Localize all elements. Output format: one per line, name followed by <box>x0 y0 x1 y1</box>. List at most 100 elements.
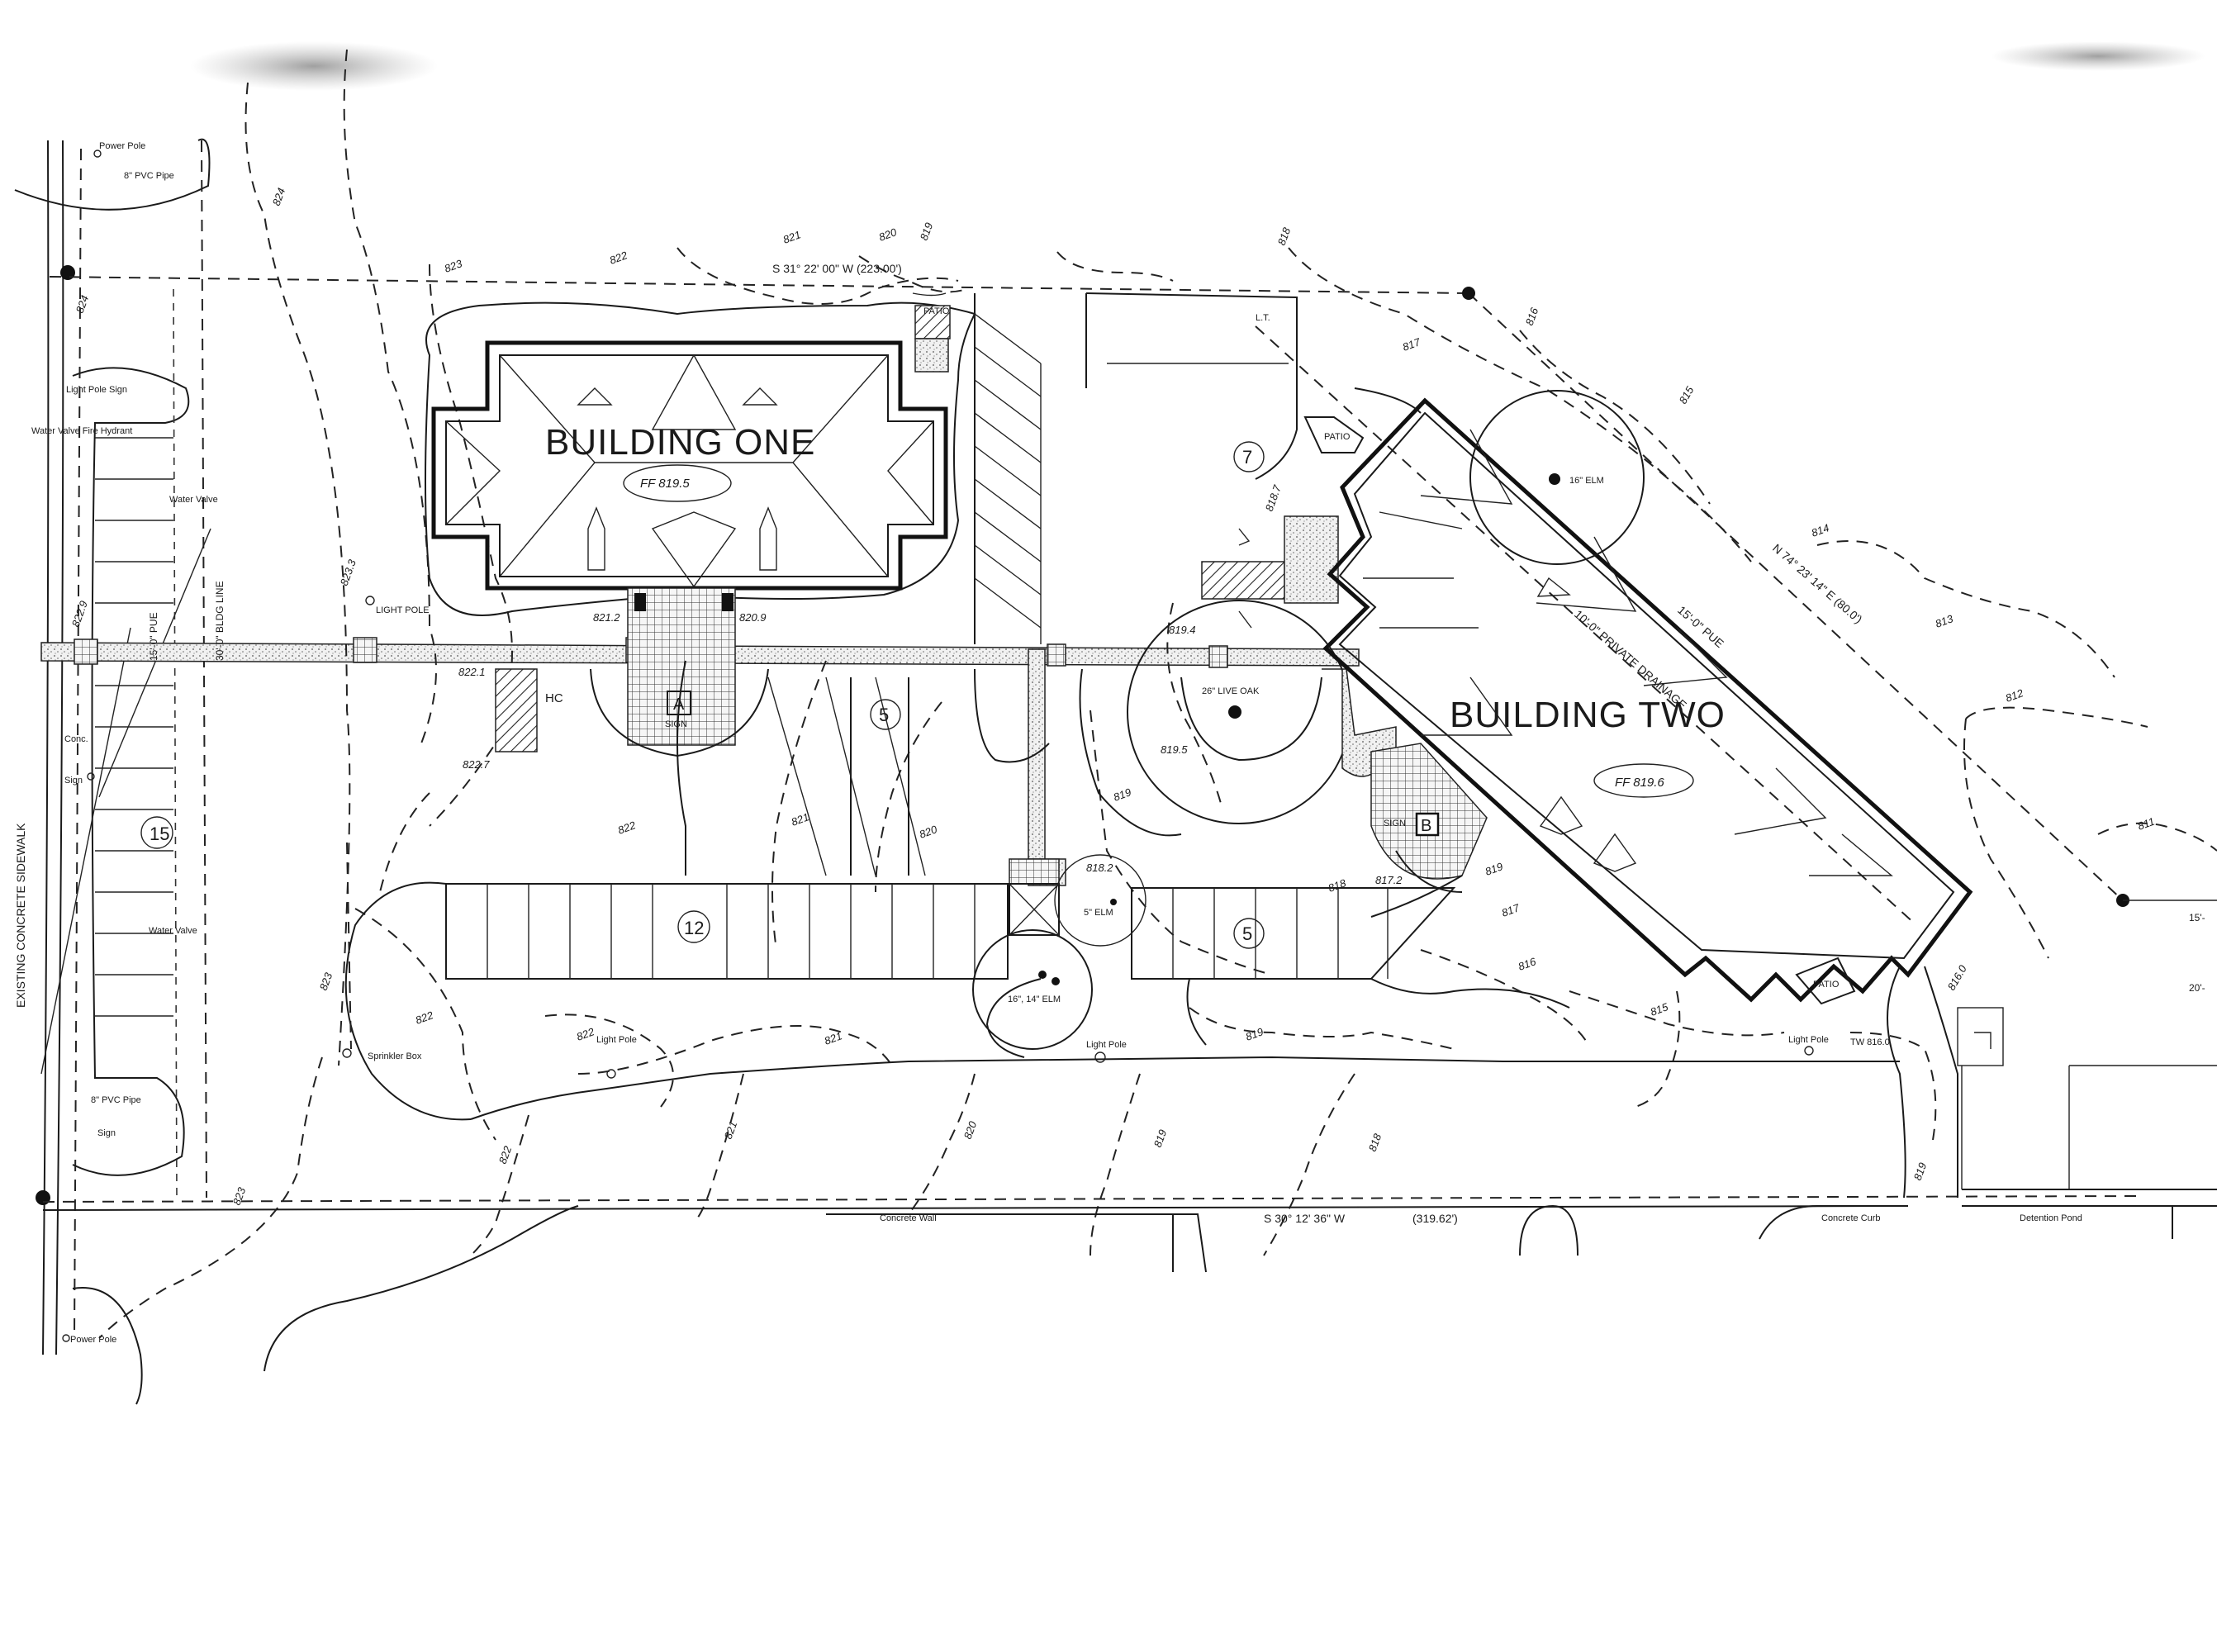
building-one: BUILDING ONE FF 819.5 A SIGN HC <box>431 340 948 757</box>
contour-label: 821 <box>790 810 811 828</box>
left-lot-count: 15 <box>150 824 169 844</box>
contour-label: 822 <box>414 1009 435 1027</box>
spot-elevation: 822.7 <box>463 758 490 771</box>
contour-label: 824 <box>74 294 92 316</box>
bearing-top: S 31° 22' 00" W (223.00') <box>772 262 902 275</box>
lower-planter: 5" ELM 16", 14" ELM Light Pole <box>972 854 1146 1063</box>
concrete-curb-label: Concrete Curb <box>1821 1213 1881 1223</box>
building-two-floor-elev: FF 819.6 <box>1615 776 1664 790</box>
sign-a-label: SIGN <box>665 719 687 729</box>
spot-elevation: 819.4 <box>1169 624 1196 636</box>
scan-smudge <box>1991 41 2205 71</box>
parking-count-5b: 5 <box>1242 923 1252 944</box>
sprinkler-box-label: Sprinkler Box <box>368 1051 422 1061</box>
contour-label: 823 <box>317 971 335 992</box>
contour-label: 821 <box>722 1120 740 1142</box>
light-pole-walk-label: LIGHT POLE <box>376 605 430 615</box>
contour-label: 822 <box>616 819 638 837</box>
sign-b-label: SIGN <box>1384 819 1406 828</box>
water-valve-2-label: Water Valve <box>149 926 197 936</box>
light-pole-1-label: Light Pole <box>596 1035 637 1045</box>
tree-elm-5-label: 5" ELM <box>1084 908 1113 918</box>
spot-elevation: 822.9 <box>69 599 90 629</box>
building-one-floor-elev: FF 819.5 <box>640 477 690 491</box>
pvc-pipe-top-label: 8" PVC Pipe <box>124 171 174 181</box>
contour-lines <box>98 49 2217 1339</box>
contour-label: 824 <box>270 187 288 208</box>
contour-label: 814 <box>1810 521 1831 539</box>
contour-label: 823 <box>443 257 464 275</box>
contour-label: 813 <box>1934 612 1955 630</box>
patio-1: PATIO <box>912 292 950 316</box>
contour-label: 819 <box>1244 1025 1265 1043</box>
sign-b-letter: B <box>1421 817 1431 835</box>
bottom-street: Concrete Wall Concrete Curb Detention Po… <box>42 1065 2217 1372</box>
conc-label: Conc. <box>64 734 88 744</box>
contour-label: 818 <box>1275 225 1294 247</box>
th-label: TW 816.0 <box>1850 1037 1890 1047</box>
pvc-pipe-bottom-label: 8" PVC Pipe <box>91 1095 141 1105</box>
contour-label: 816 <box>1517 955 1538 973</box>
parking-count-5a: 5 <box>879 705 889 725</box>
building-two-surroundings: 16" ELM PATIO PATIO TW 816.0 <box>1303 387 2004 1199</box>
spot-elevation: 818.7 <box>1263 483 1284 513</box>
lt-label: L.T. <box>1256 313 1270 323</box>
contour-label: 816 <box>1523 306 1541 327</box>
tree-elm-pair-label: 16", 14" ELM <box>1008 995 1061 1004</box>
tree-live-oak-label: 26" LIVE OAK <box>1202 686 1260 696</box>
hc-label: HC <box>545 691 563 705</box>
spot-elevation: 817.2 <box>1375 874 1403 886</box>
contour-label: 817 <box>1401 335 1422 354</box>
contour-label: 817 <box>1500 901 1522 919</box>
contour-label: 820 <box>877 225 899 244</box>
property-boundary <box>42 276 2217 1203</box>
spot-elevation: 820.9 <box>739 611 767 624</box>
contour-label: 819 <box>1484 860 1505 878</box>
contour-label: 822 <box>608 249 629 267</box>
building-one-name: BUILDING ONE <box>545 422 815 463</box>
spot-elevation: 819.5 <box>1161 743 1188 756</box>
contour-label: 819 <box>1112 786 1133 804</box>
contour-label: 823 <box>230 1185 249 1207</box>
building-one-landscape <box>425 301 976 616</box>
patio-3-label: PATIO <box>1813 980 1840 990</box>
tree-elm-16-label: 16" ELM <box>1569 476 1604 486</box>
light-pole-2-label: Light Pole <box>1086 1040 1127 1050</box>
edge-r2: 20'- <box>2189 982 2205 994</box>
bearing-right: N 74° 23' 14" E (80.0') <box>1770 541 1865 626</box>
spot-elevation: 818.2 <box>1086 862 1113 874</box>
patio-1-label: PATIO <box>923 306 950 316</box>
power-pole-bottom-label: Power Pole <box>70 1335 116 1345</box>
setback-pue: 15'-0" PUE <box>1675 603 1726 650</box>
contour-label: 815 <box>1677 384 1697 406</box>
spot-elevation: 821.2 <box>593 611 620 624</box>
light-pole-3-label: Light Pole <box>1788 1035 1829 1045</box>
contour-label: 820 <box>961 1119 980 1141</box>
lower-landscape: Sprinkler Box Light Pole Light Pole <box>342 792 1900 1121</box>
setback-left-pue: 15'-0" PUE <box>148 612 159 661</box>
contour-label: 812 <box>2004 686 2025 705</box>
contour-label: 821 <box>823 1029 844 1047</box>
contour-label: 818 <box>1366 1132 1384 1153</box>
parking-count-15: 15 <box>150 824 169 844</box>
spot-elevations: 822.9 822.1 823.3 822.7 821.2 820.9 819.… <box>69 483 1970 993</box>
spot-elevation: 816.0 <box>1945 962 1970 992</box>
parking-count-7: 7 <box>1242 447 1252 468</box>
contour-label: 811 <box>2136 815 2157 833</box>
patio-2-label: PATIO <box>1324 432 1351 442</box>
bearing-bottom: S 30° 12' 36" W <box>1264 1212 1346 1225</box>
contour-label: 822 <box>575 1025 596 1043</box>
setback-left-bldg: 30'-0" BLDG LINE <box>214 581 225 661</box>
spot-elevation: 822.1 <box>458 666 486 678</box>
left-street-labels: Power Pole 8" PVC Pipe Light Pole Sign W… <box>14 141 430 1345</box>
contour-label: 819 <box>1151 1128 1170 1150</box>
light-pole-sign-label: Light Pole Sign <box>66 385 127 395</box>
contour-label: 822 <box>496 1144 515 1165</box>
building-two: BUILDING TWO FF 819.6 B SIGN <box>1322 397 1973 1003</box>
bearing-bottom-dist: (319.62') <box>1412 1212 1458 1225</box>
parking-count-12: 12 <box>684 918 704 938</box>
water-valve-hydrant-label: Water Valve Fire Hydrant <box>31 426 132 436</box>
water-valve-1-label: Water Valve <box>169 495 218 505</box>
sign-bottom-label: Sign <box>97 1128 116 1138</box>
